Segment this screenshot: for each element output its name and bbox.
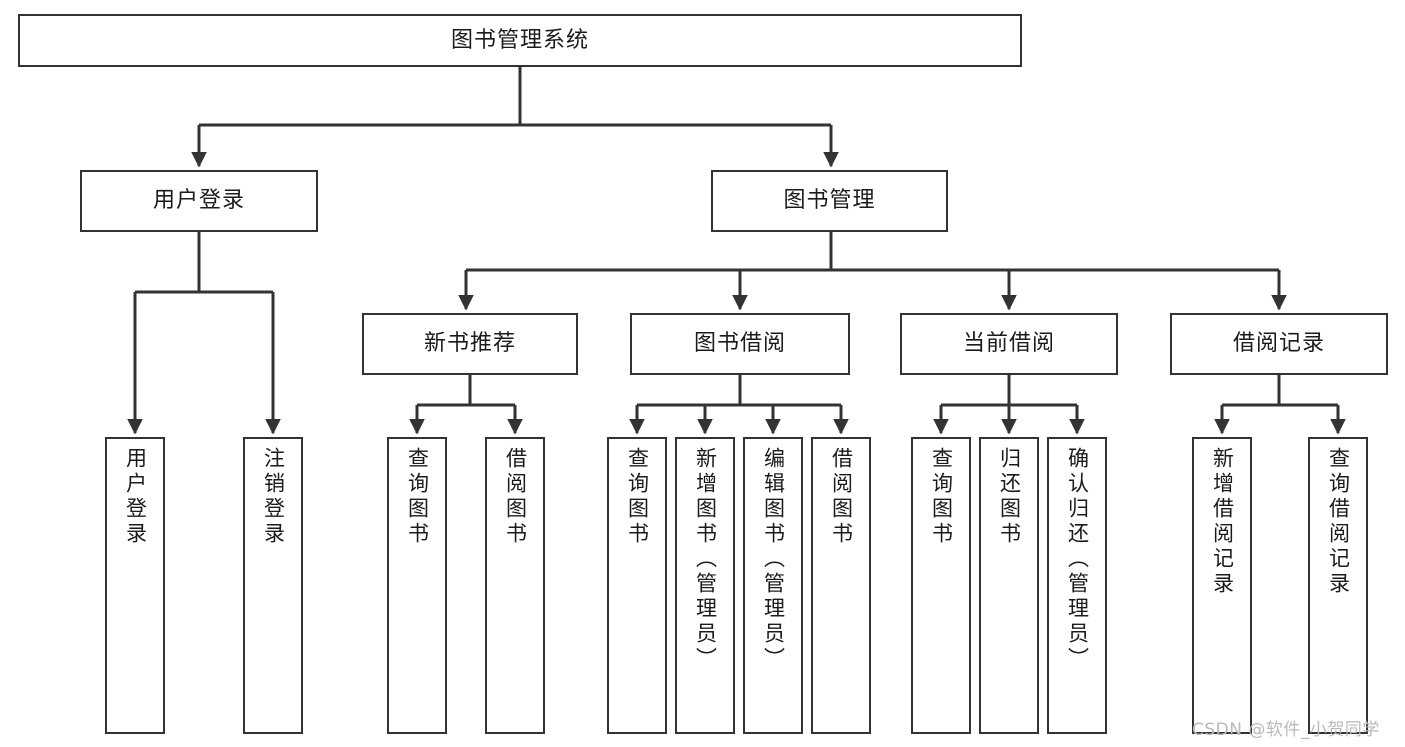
node-label: 图书借阅 — [693, 331, 786, 356]
leaf-current-borrow-confirm-return-admin[interactable]: 确认归还（管理员） — [1047, 437, 1107, 734]
node-label: 查询图书 — [405, 447, 430, 547]
leaf-new-book-query-book[interactable]: 查询图书 — [387, 437, 447, 734]
node-current-borrow[interactable]: 当前借阅 — [900, 313, 1118, 375]
node-label: 查询图书 — [625, 447, 650, 547]
node-label: 用户登录 — [123, 447, 148, 547]
node-label: 归还图书 — [997, 447, 1022, 547]
node-label: 当前借阅 — [962, 331, 1055, 356]
node-root-book-management-system[interactable]: 图书管理系统 — [18, 14, 1022, 67]
leaf-new-book-borrow-book[interactable]: 借阅图书 — [485, 437, 545, 734]
node-label: 用户登录 — [152, 188, 245, 213]
node-label: 查询图书 — [929, 447, 954, 547]
node-label: 注销登录 — [261, 447, 286, 547]
node-user-login[interactable]: 用户登录 — [80, 170, 318, 232]
csdn-watermark: CSDN @软件_小贺同学 — [1192, 720, 1380, 740]
node-label: 借阅图书 — [829, 447, 854, 547]
leaf-user-login-login[interactable]: 用户登录 — [105, 437, 165, 734]
leaf-current-borrow-return-book[interactable]: 归还图书 — [979, 437, 1039, 734]
node-label: 新增图书（管理员） — [693, 447, 718, 672]
node-label: 借阅记录 — [1232, 331, 1325, 356]
node-label: 借阅图书 — [503, 447, 528, 547]
node-new-book-recommend[interactable]: 新书推荐 — [362, 313, 578, 375]
node-label: 新书推荐 — [423, 331, 516, 356]
node-book-borrow[interactable]: 图书借阅 — [630, 313, 850, 375]
node-borrow-record[interactable]: 借阅记录 — [1170, 313, 1388, 375]
leaf-user-login-logout[interactable]: 注销登录 — [243, 437, 303, 734]
leaf-borrow-record-add-record[interactable]: 新增借阅记录 — [1192, 437, 1252, 734]
node-label: 图书管理系统 — [450, 27, 589, 53]
leaf-current-borrow-query-book[interactable]: 查询图书 — [911, 437, 971, 734]
node-label: 图书管理 — [783, 188, 876, 213]
leaf-book-borrow-borrow-book[interactable]: 借阅图书 — [811, 437, 871, 734]
leaf-book-borrow-edit-book-admin[interactable]: 编辑图书（管理员） — [743, 437, 803, 734]
node-label: 查询借阅记录 — [1326, 447, 1351, 597]
node-label: 编辑图书（管理员） — [761, 447, 786, 672]
leaf-book-borrow-add-book-admin[interactable]: 新增图书（管理员） — [675, 437, 735, 734]
leaf-book-borrow-query-book[interactable]: 查询图书 — [607, 437, 667, 734]
leaf-borrow-record-query-record[interactable]: 查询借阅记录 — [1308, 437, 1368, 734]
node-label: 确认归还（管理员） — [1065, 447, 1090, 672]
node-book-management[interactable]: 图书管理 — [711, 170, 948, 232]
node-label: 新增借阅记录 — [1210, 447, 1235, 597]
